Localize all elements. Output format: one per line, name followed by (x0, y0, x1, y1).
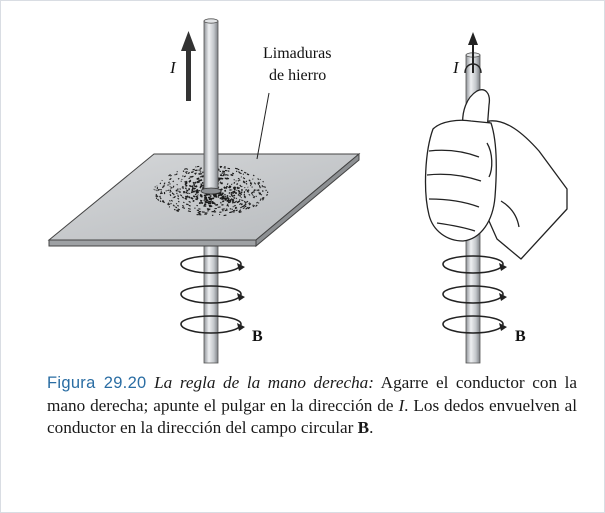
current-label-left: I (169, 58, 177, 77)
field-loops-back-right (442, 255, 504, 325)
field-loops-back-left (180, 255, 242, 325)
caption-text-2: . Los dedos envuelven al conductor en la… (47, 395, 577, 437)
current-arrow-up-icon (181, 31, 196, 101)
caption-text-1: Agarre el conductor con la mano derecha;… (47, 373, 578, 415)
caption-text-3: . (369, 417, 374, 437)
figure-caption: Figura 29.20 La regla de la mano derecha… (47, 372, 577, 438)
field-direction-arrows-left (237, 263, 245, 331)
figure-title: La regla de la mano derecha: (154, 373, 375, 392)
field-direction-arrows-right (499, 263, 507, 331)
caption-symbol-current: I (398, 395, 405, 415)
glass-plate-edge (48, 239, 257, 247)
field-label-left: B (252, 328, 263, 345)
filings-leader-line (256, 92, 270, 160)
caption-symbol-field: B (357, 417, 370, 437)
right-hand-fist (424, 89, 568, 260)
current-arrow-up-icon-right (464, 32, 482, 74)
right-hand-rule-illustration: I Limaduras de hierro B (47, 18, 568, 364)
current-label-right: I (452, 58, 460, 77)
filings-label-line2: de hierro (269, 67, 326, 84)
conductor-upper-left (203, 20, 219, 192)
filings-label-line1: Limaduras (263, 45, 331, 62)
field-label-right: B (515, 328, 526, 345)
figure-number: Figura 29.20 (47, 374, 147, 392)
conductor-lower-left (203, 240, 219, 364)
